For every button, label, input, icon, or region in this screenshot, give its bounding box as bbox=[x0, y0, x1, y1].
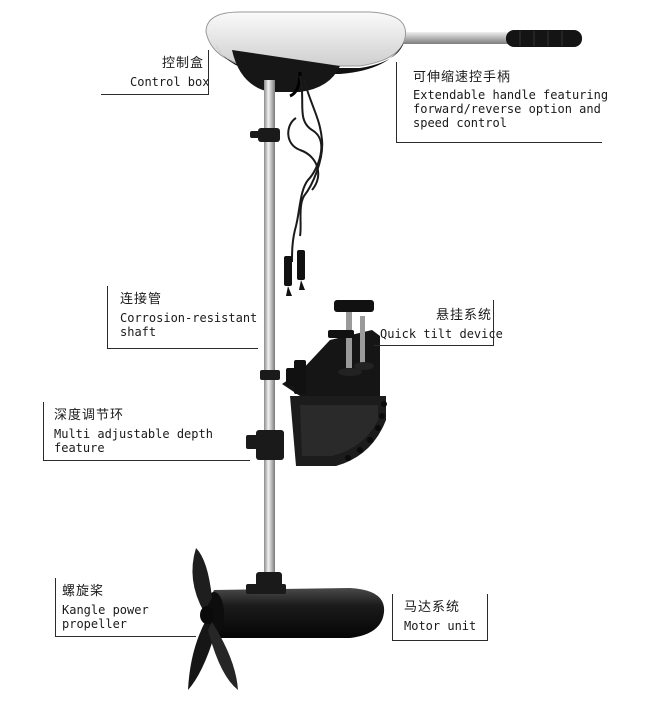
callout-en: Control box bbox=[130, 75, 210, 89]
callout-zh: 悬挂系统 bbox=[435, 308, 492, 323]
callout-zh: 控制盒 bbox=[161, 56, 204, 71]
callout-propeller: 螺旋桨 Kangle power propeller bbox=[62, 584, 149, 631]
callout-en: Quick tilt device bbox=[380, 327, 503, 341]
leader-line-handle bbox=[396, 62, 602, 143]
callout-motor: 马达系统 Motor unit bbox=[404, 600, 476, 633]
leader-line-motor bbox=[392, 594, 488, 641]
callout-zh: 可伸缩速控手柄 bbox=[413, 70, 512, 85]
leader-line-tilt bbox=[374, 345, 494, 346]
leader-line-control-box-vertical bbox=[208, 50, 209, 94]
leader-line-propeller bbox=[55, 578, 196, 637]
callout-zh: 连接管 bbox=[120, 292, 163, 307]
callout-zh: 马达系统 bbox=[404, 600, 461, 615]
callout-depth: 深度调节环 Multi adjustable depth feature bbox=[54, 408, 213, 455]
callout-handle: 可伸缩速控手柄 Extendable handle featuring forw… bbox=[413, 70, 608, 130]
callout-en: Kangle power propeller bbox=[62, 603, 149, 631]
callout-tilt: 悬挂系统 Quick tilt device bbox=[380, 308, 503, 341]
leader-line-tilt-vertical bbox=[493, 300, 494, 346]
mount-bracket bbox=[282, 330, 387, 466]
clamp-screws bbox=[328, 300, 374, 376]
leader-line-depth bbox=[43, 402, 250, 461]
leader-line-shaft bbox=[107, 286, 258, 349]
power-cable bbox=[287, 75, 324, 263]
propeller bbox=[188, 548, 238, 690]
depth-collar bbox=[246, 430, 284, 460]
control-box bbox=[205, 11, 407, 98]
callout-zh: 螺旋桨 bbox=[62, 584, 105, 599]
leader-line-control-box bbox=[101, 94, 209, 95]
callout-en: Motor unit bbox=[404, 619, 477, 633]
handle-tube bbox=[395, 32, 513, 44]
shaft bbox=[250, 80, 282, 600]
callout-zh: 深度调节环 bbox=[54, 408, 125, 423]
callout-shaft: 连接管 Corrosion-resistant shaft bbox=[120, 292, 257, 339]
callout-en: Corrosion-resistant shaft bbox=[120, 311, 258, 339]
battery-clips bbox=[284, 250, 305, 296]
callout-en: Multi adjustable depth feature bbox=[54, 427, 213, 455]
callout-en: Extendable handle featuring forward/reve… bbox=[413, 88, 609, 130]
motor-housing bbox=[204, 584, 385, 638]
handle-grip bbox=[506, 30, 582, 47]
callout-control-box: 控制盒 Control box bbox=[130, 56, 209, 89]
